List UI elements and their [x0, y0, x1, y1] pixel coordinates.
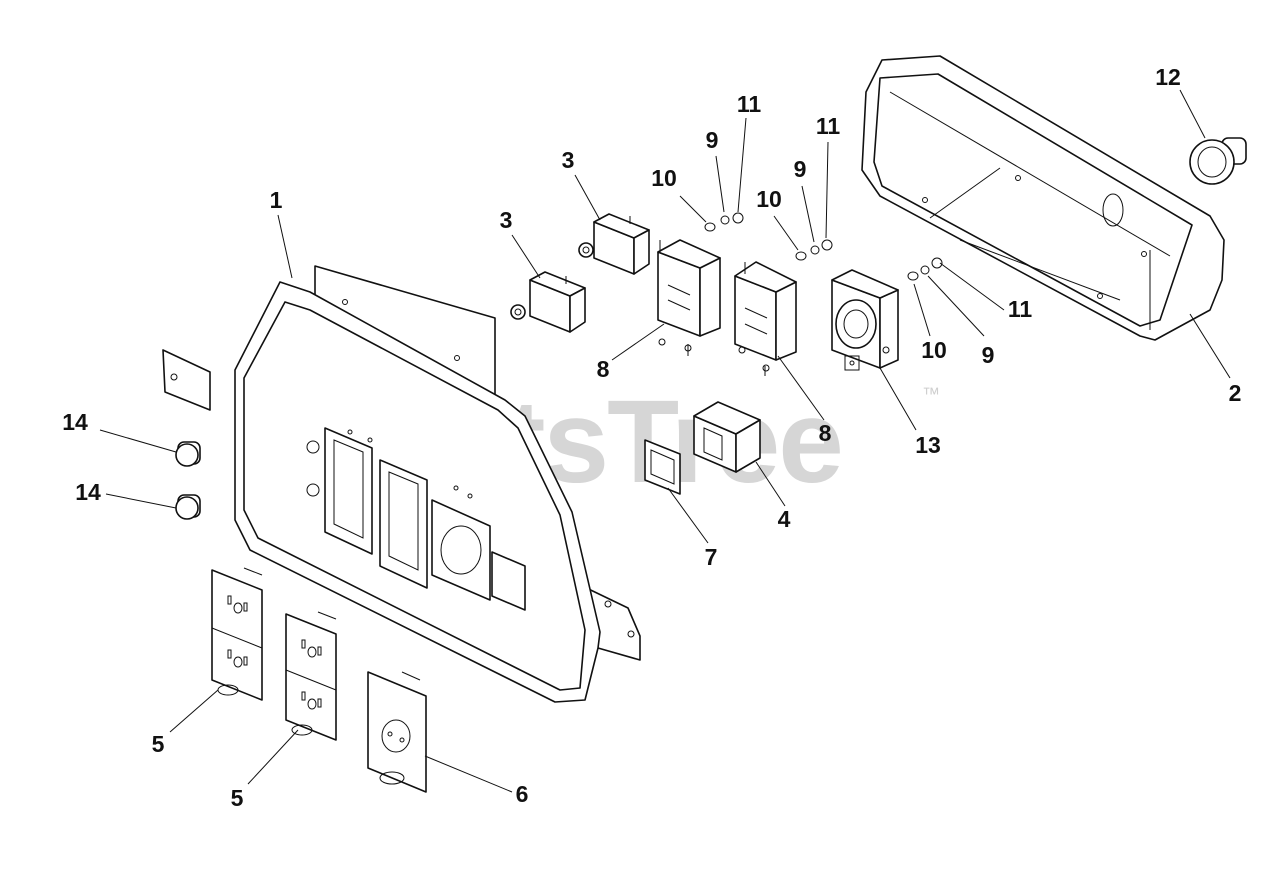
part-receptacle-2[interactable] — [734, 261, 797, 376]
callout-14a: 14 — [62, 409, 88, 435]
callout-3b: 3 — [562, 147, 575, 173]
leader-lines — [99, 89, 1231, 793]
callout-8b: 8 — [819, 420, 832, 446]
part-receptacle-1[interactable] — [657, 239, 721, 356]
part-duplex-outlet-1[interactable] — [211, 567, 263, 701]
part-twist-lock-receptacle[interactable] — [831, 269, 899, 371]
part-switch-boot[interactable] — [644, 439, 681, 495]
part-back-box[interactable] — [861, 55, 1225, 341]
callout-6: 6 — [516, 781, 529, 807]
part-hardware-set-1[interactable] — [704, 212, 744, 232]
part-hardware-set-2[interactable] — [795, 239, 833, 261]
part-duplex-outlet-2[interactable] — [285, 611, 337, 741]
callout-9c: 9 — [982, 342, 995, 368]
callout-5b: 5 — [231, 785, 244, 811]
part-control-panel[interactable] — [162, 265, 641, 703]
part-circuit-breaker-1[interactable] — [510, 271, 586, 333]
callout-4: 4 — [778, 506, 791, 532]
part-knob-1[interactable] — [175, 441, 201, 467]
callout-labels: 1 2 3 3 4 5 5 6 7 8 8 9 9 9 10 10 10 11 … — [62, 64, 1241, 811]
watermark-trademark: ™ — [922, 384, 940, 404]
part-rocker-switch[interactable] — [693, 401, 761, 473]
callout-12: 12 — [1155, 64, 1181, 90]
callout-9b: 9 — [794, 156, 807, 182]
callout-7: 7 — [705, 544, 718, 570]
callout-3a: 3 — [500, 207, 513, 233]
callout-13: 13 — [915, 432, 941, 458]
callout-8a: 8 — [597, 356, 610, 382]
callout-11c: 11 — [1008, 296, 1033, 322]
callout-14b: 14 — [75, 479, 101, 505]
part-circuit-breaker-2[interactable] — [578, 213, 650, 275]
callout-1: 1 — [270, 187, 283, 213]
part-grommet[interactable] — [1189, 137, 1247, 185]
callout-11a: 11 — [737, 91, 762, 117]
callout-11b: 11 — [816, 113, 841, 139]
part-outlet-plate[interactable] — [367, 671, 427, 793]
callout-10b: 10 — [756, 186, 782, 212]
callout-2: 2 — [1229, 380, 1242, 406]
part-hardware-set-3[interactable] — [907, 257, 943, 281]
callout-10a: 10 — [651, 165, 677, 191]
callout-10c: 10 — [921, 337, 947, 363]
part-knob-2[interactable] — [175, 494, 201, 520]
callout-9a: 9 — [706, 127, 719, 153]
callout-5a: 5 — [152, 731, 165, 757]
